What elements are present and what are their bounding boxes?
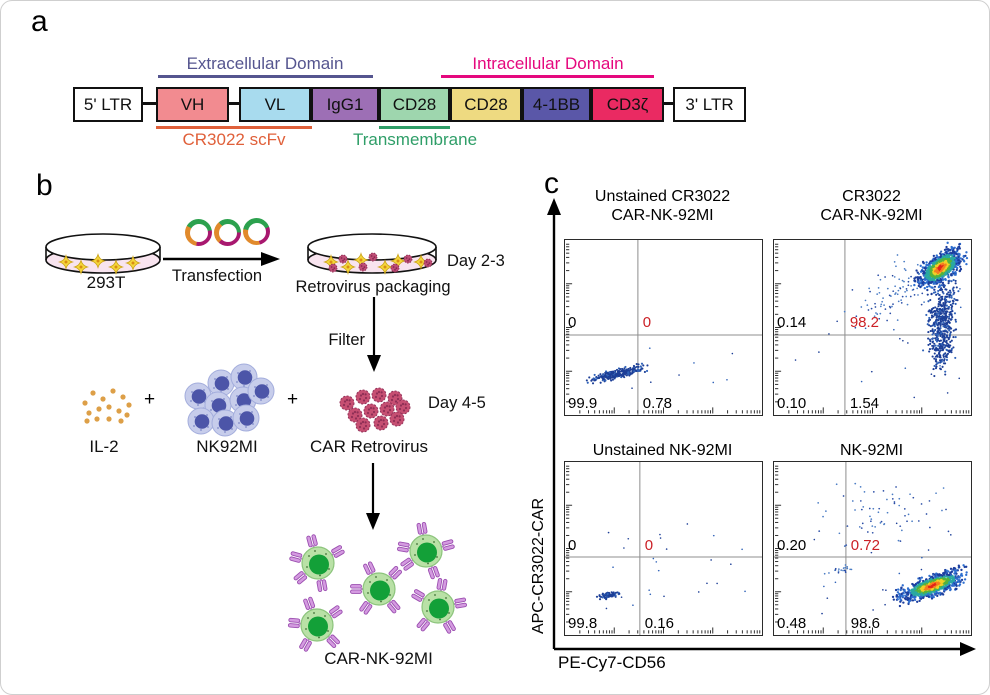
plasmid-icon	[243, 218, 270, 245]
petri-dish-packaging-icon	[307, 233, 437, 274]
plot4-title: NK-92MI	[839, 442, 904, 459]
filter-arrow	[367, 297, 381, 372]
construct-box-igg1: IgG1	[311, 87, 379, 122]
transmembrane-label: Transmembrane	[352, 130, 478, 149]
flow-plot-nk: 0.20 0.72 0.48 98.6	[773, 461, 972, 636]
flow-plot-unstained-nk: 0 0 99.8 0.16	[564, 461, 763, 636]
construct-box-vl: VL	[239, 87, 311, 122]
plot1-title: Unstained CR3022 CAR-NK-92MI	[594, 188, 731, 224]
petri-dish-293t-icon	[45, 233, 161, 274]
flow-plot-car-nk: 0.14 98.2 0.10 1.54	[773, 239, 972, 416]
y-axis-arrowhead	[547, 198, 561, 215]
quadrant-value-upper-left: 0	[568, 537, 577, 555]
flow-plot-unstained-car-nk: 0 0 99.9 0.78	[564, 239, 763, 416]
il2-dots-icon	[82, 388, 132, 424]
panel-a-label: a	[31, 5, 48, 38]
nk92mi-cells-icon	[184, 363, 275, 437]
quadrant-value-upper-right: 0	[644, 537, 654, 555]
panel-b-label: b	[36, 169, 53, 202]
quadrant-value-lower-right: 1.54	[849, 395, 880, 412]
car-retrovirus-icon	[339, 387, 411, 433]
quadrant-value-upper-right: 0.72	[850, 537, 880, 555]
construct-box-5ltr: 5' LTR	[73, 87, 143, 122]
construct-connector	[143, 102, 156, 105]
car-nk-cells-icon	[287, 521, 468, 653]
product-label: CAR-NK-92MI	[324, 649, 433, 668]
quadrant-value-upper-left: 0	[568, 314, 577, 332]
plasmid-icon	[214, 219, 241, 246]
car-retrovirus-label: CAR Retrovirus	[309, 437, 429, 456]
quadrant-value-lower-left: 99.9	[568, 395, 598, 412]
plot2-title: CR3022 CAR-NK-92MI	[820, 188, 923, 224]
quadrant-value-lower-right: 98.6	[850, 615, 880, 632]
x-axis-label: PE-Cy7-CD56	[558, 653, 666, 672]
transfection-label: Transfection	[171, 267, 263, 285]
axes-arrows	[547, 198, 976, 656]
intracellular-domain-bracket	[441, 75, 654, 78]
nk92mi-label: NK92MI	[196, 437, 258, 456]
construct-box-3ltr: 3' LTR	[673, 87, 746, 122]
extracellular-domain-label: Extracellular Domain	[186, 54, 344, 73]
quadrant-value-lower-left: 0.10	[777, 395, 807, 412]
construct-box-cd3z: CD3ζ	[591, 87, 664, 122]
dish2-caption: Retrovirus packaging	[295, 278, 451, 296]
construct-connector	[229, 102, 239, 105]
construct-box-vh: VH	[156, 87, 229, 122]
plasmid-icon	[185, 219, 212, 246]
construct-box-41bb: 4-1BB	[522, 87, 591, 122]
quadrant-value-upper-left: 0.20	[777, 537, 807, 555]
intracellular-domain-label: Intracellular Domain	[472, 54, 624, 73]
quadrant-value-upper-left: 0.14	[777, 314, 807, 332]
quadrant-value-upper-right: 0	[642, 314, 652, 332]
extracellular-domain-bracket	[158, 75, 373, 78]
plus-sign: +	[287, 389, 299, 410]
day-4-5-label: Day 4-5	[428, 394, 486, 412]
plus-sign: +	[144, 389, 156, 410]
construct-connector	[664, 102, 673, 105]
filter-label: Filter	[328, 331, 365, 349]
scfv-bracket	[156, 126, 312, 129]
quadrant-value-lower-right: 0.16	[644, 615, 674, 632]
construct-box-cd28-ic: CD28	[450, 87, 522, 122]
panel-c-label: c	[544, 167, 559, 200]
quadrant-value-lower-left: 99.8	[568, 615, 598, 632]
transduction-arrow	[366, 463, 380, 530]
day-2-3-label: Day 2-3	[447, 252, 505, 270]
quadrant-value-upper-right: 98.2	[849, 314, 880, 332]
scfv-label: CR3022 scFv	[182, 130, 286, 149]
dish1-caption: 293T	[86, 273, 126, 292]
quadrant-value-lower-left: 0.48	[777, 615, 807, 632]
quadrant-value-lower-right: 0.78	[642, 395, 672, 412]
transmembrane-bracket	[379, 126, 450, 129]
y-axis-label: APC-CR3022-CAR	[530, 497, 547, 635]
il2-label: IL-2	[89, 437, 119, 456]
x-axis-arrowhead	[960, 642, 976, 656]
construct-box-cd28-tm: CD28	[379, 87, 450, 122]
transfection-arrow	[163, 252, 280, 266]
plot3-title: Unstained NK-92MI	[592, 442, 733, 459]
